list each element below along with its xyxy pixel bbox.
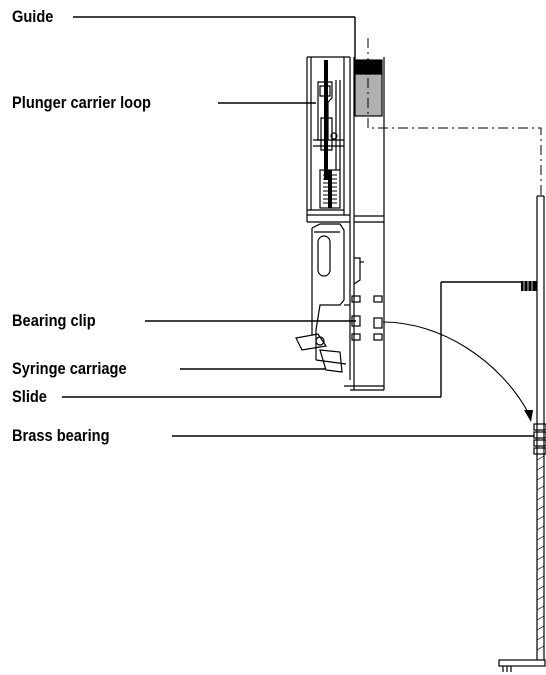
syringe-carriage-assembly	[295, 56, 385, 391]
lead-screw-rod	[498, 195, 546, 672]
label-guide: Guide	[12, 7, 54, 26]
label-bearing-clip: Bearing clip	[12, 311, 96, 330]
label-slide: Slide	[12, 387, 47, 406]
label-brass-bearing: Brass bearing	[12, 426, 110, 445]
label-plunger-carrier-loop: Plunger carrier loop	[12, 93, 151, 112]
label-syringe-carriage: Syringe carriage	[12, 359, 127, 378]
